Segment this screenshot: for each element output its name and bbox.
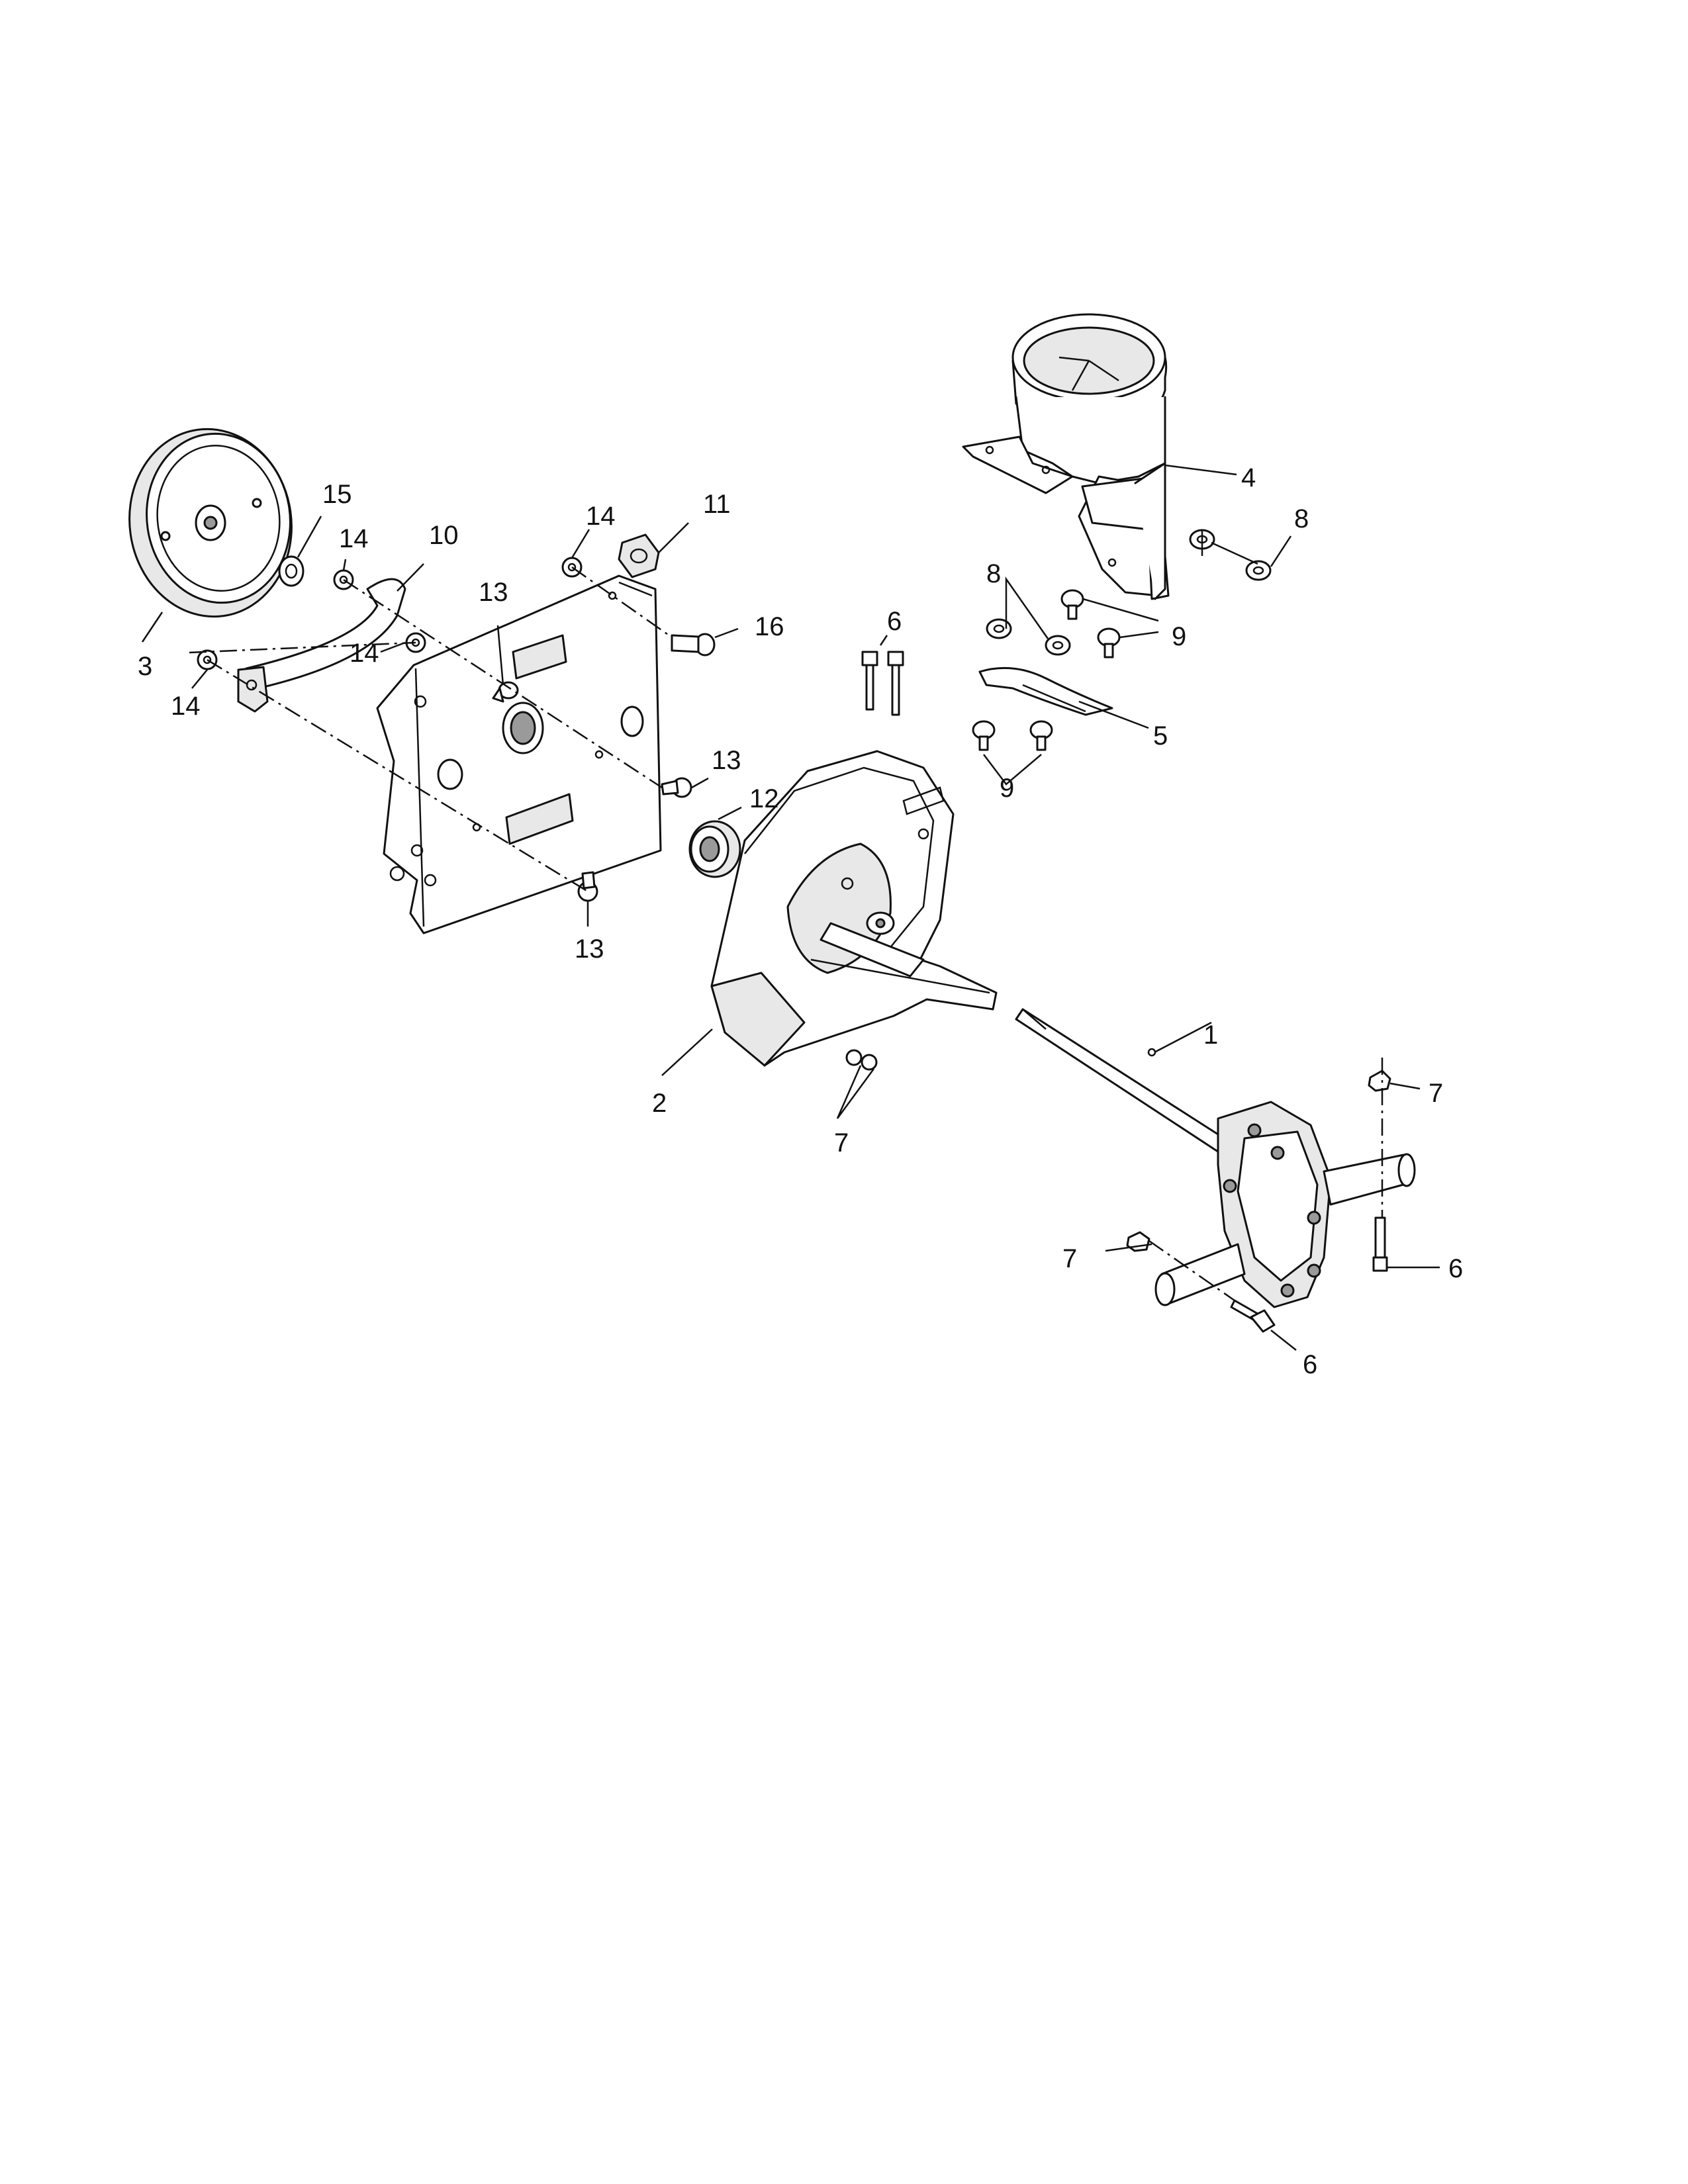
callout-14-left: 14 <box>171 692 201 721</box>
callout-13-upper: 13 <box>479 578 508 607</box>
callout-7-housing: 7 <box>834 1128 849 1158</box>
bolt-6-right <box>1372 1216 1388 1272</box>
callout-15: 15 <box>322 480 352 509</box>
callout-11: 11 <box>703 490 731 519</box>
belt-guard-strap <box>237 578 406 713</box>
impeller-housing <box>710 750 998 1067</box>
callout-5: 5 <box>1153 721 1168 751</box>
nut-7-right <box>1368 1069 1391 1092</box>
callout-8-left: 8 <box>986 559 1001 588</box>
callout-10: 10 <box>429 521 459 550</box>
nut-7-housing-b <box>861 1054 878 1071</box>
callout-8-right: 8 <box>1294 504 1309 533</box>
bolt-13-right <box>661 777 692 798</box>
callout-16: 16 <box>755 612 784 641</box>
bolt-9-d <box>1029 720 1053 751</box>
leader-lines <box>141 464 1440 1351</box>
callout-7-right: 7 <box>1429 1079 1443 1108</box>
bolt-13-upper <box>492 681 519 703</box>
callout-13-right: 13 <box>712 746 741 775</box>
washer <box>278 555 305 587</box>
nut-7-housing-a <box>845 1049 863 1066</box>
callout-1: 1 <box>1203 1021 1218 1050</box>
callout-6-top: 6 <box>887 607 902 636</box>
callout-2: 2 <box>652 1089 667 1118</box>
callout-14-upper-left: 14 <box>339 524 369 553</box>
callout-6-lower: 6 <box>1303 1350 1317 1379</box>
callout-9-lower: 9 <box>1000 774 1014 803</box>
nut-8-c <box>986 618 1012 639</box>
callout-9-right: 9 <box>1172 622 1186 651</box>
callout-labels: 1 2 3 4 5 6 6 6 7 7 7 8 8 9 9 10 11 12 1… <box>138 463 1463 1379</box>
callout-3: 3 <box>138 652 152 681</box>
bolt-9-a <box>1060 589 1084 620</box>
spacer-block <box>618 533 660 578</box>
nut-8-b <box>1245 560 1272 581</box>
chute-clamp <box>978 666 1113 716</box>
bolt-9-b <box>1097 627 1121 659</box>
bolt-16 <box>671 633 716 657</box>
callout-6-right: 6 <box>1448 1254 1463 1283</box>
nut-8-d <box>1045 635 1071 656</box>
chute-base <box>962 313 1170 600</box>
bolt-6-pair <box>861 651 904 716</box>
frame-plate <box>376 574 662 934</box>
callout-4: 4 <box>1241 463 1256 492</box>
auger-shaft-gearbox <box>1015 1008 1416 1308</box>
pulley <box>128 428 293 618</box>
bolt-13-lower <box>577 871 598 902</box>
bolt-6-lower <box>1230 1299 1276 1333</box>
bearing <box>688 820 741 878</box>
callout-7-left: 7 <box>1062 1244 1077 1273</box>
callout-12: 12 <box>749 784 779 813</box>
bolt-9-c <box>972 720 996 751</box>
callout-14-top: 14 <box>586 502 616 531</box>
callout-13-lower: 13 <box>575 934 604 964</box>
callout-14-middle: 14 <box>350 639 379 668</box>
